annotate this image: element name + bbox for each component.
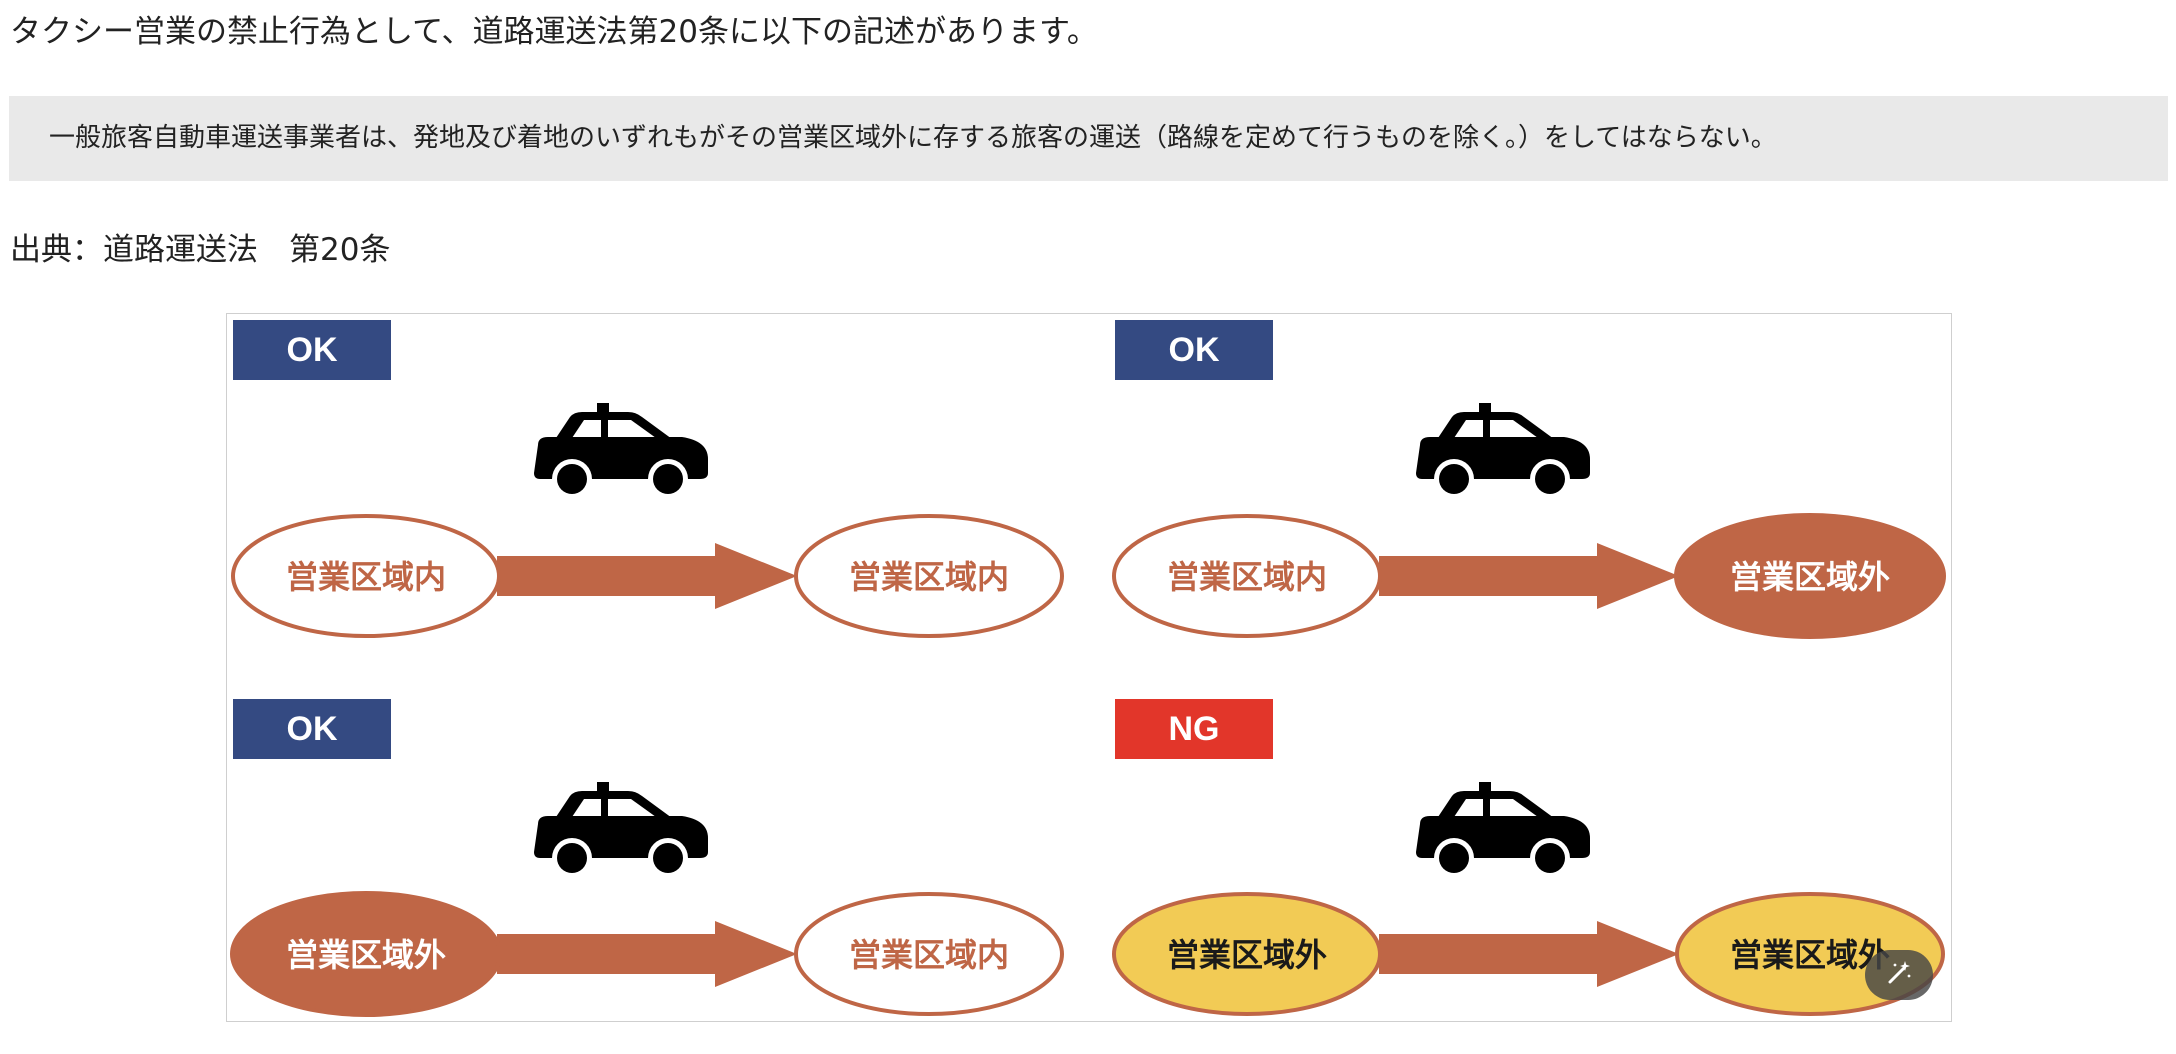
panel-4: NG 営業区域外 営業区域外 [1112,699,1945,1016]
image-edit-button[interactable] [1865,950,1933,1000]
badge-2-bg [1115,320,1273,380]
label-3-to: 営業区域内 [849,936,1009,974]
arrow-4 [1379,921,1679,987]
badge-3-bg [233,699,391,759]
panel-2: OK 営業区域内 営業区域外 [1112,320,1946,639]
badge-4-label: NG [1169,710,1220,748]
intro-text: タクシー営業の禁止行為として、道路運送法第20条に以下の記述があります。 [10,14,1098,50]
ellipse-2-to [1674,513,1946,639]
panel-3: OK 営業区域外 営業区域内 [230,699,1064,1017]
badge-1-label: OK [287,331,338,369]
taxi-icon [1416,403,1590,499]
arrow-3 [497,921,797,987]
ellipse-3-to [794,892,1064,1016]
badge-3-label: OK [287,710,338,748]
label-2-to: 営業区域外 [1730,558,1890,596]
source-citation: 出典：道路運送法 第20条 [10,232,391,268]
taxi-icon [1416,782,1590,878]
panel-1: OK 営業区域内 営業区域内 [231,320,1064,638]
label-1-to: 営業区域内 [849,558,1009,596]
ellipse-4-from [1112,892,1382,1016]
law-quote-block: 一般旅客自動車運送事業者は、発地及び着地のいずれもがその営業区域外に存する旅客の… [9,96,2168,181]
badge-1-bg [233,320,391,380]
label-2-from: 営業区域内 [1167,558,1327,596]
taxi-icon [534,403,708,499]
label-3-from: 営業区域外 [286,936,446,974]
arrow-1 [497,543,797,609]
ellipse-2-from [1112,514,1382,638]
taxi-rule-diagram: OK 営業区域内 営業区域内 OK 営業区域内 営業区域外 OK 営業 [226,313,1952,1022]
magic-wand-icon [1885,959,1913,991]
ellipse-3-from [230,891,502,1017]
arrow-2 [1379,543,1679,609]
ellipse-1-from [231,514,501,638]
label-4-to: 営業区域外 [1730,936,1890,974]
badge-4-bg [1115,699,1273,759]
taxi-icon [534,782,708,878]
label-1-from: 営業区域内 [286,558,446,596]
label-4-from: 営業区域外 [1167,936,1327,974]
badge-2-label: OK [1169,331,1220,369]
ellipse-1-to [794,514,1064,638]
